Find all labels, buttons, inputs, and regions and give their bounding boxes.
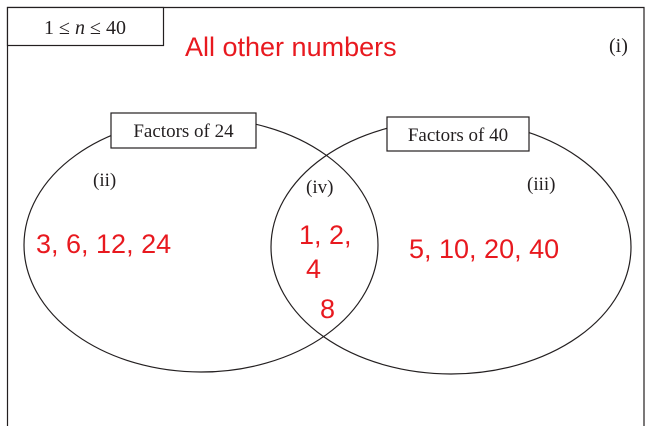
condition-box [6, 6, 165, 47]
intersection-numbers-line2: 4 [306, 254, 321, 284]
region-label-i: (i) [609, 35, 628, 57]
region-label-iv: (iv) [306, 177, 333, 198]
set-b-only-numbers: 5, 10, 20, 40 [409, 234, 559, 264]
universal-set-frame [6, 6, 645, 426]
region-label-iii: (iii) [527, 174, 556, 195]
outside-numbers: All other numbers [185, 32, 397, 62]
set-a-title: Factors of 24 [133, 121, 234, 142]
condition-label: 1 ≤ n ≤ 40 [44, 17, 126, 39]
set-b-title: Factors of 40 [408, 125, 508, 146]
region-label-ii: (ii) [93, 170, 116, 191]
intersection-numbers-line3: 8 [320, 294, 335, 324]
set-a-only-numbers: 3, 6, 12, 24 [36, 229, 171, 259]
intersection-numbers-line1: 1, 2, [299, 220, 352, 250]
set-b-title-box [386, 116, 530, 152]
set-a-title-box [110, 112, 257, 149]
